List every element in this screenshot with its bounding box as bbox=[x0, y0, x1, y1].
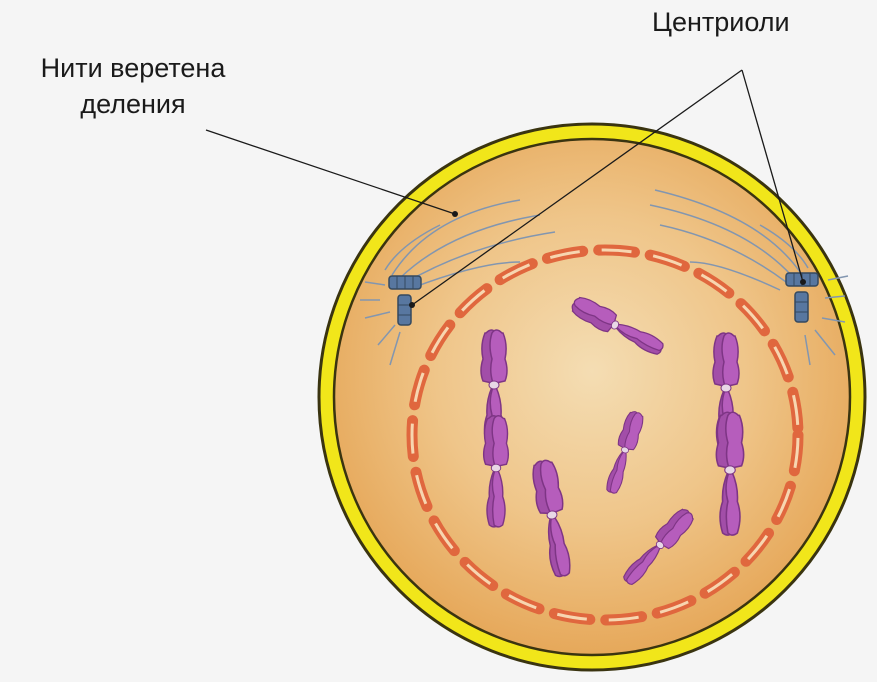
spindle-pointer-line bbox=[206, 130, 455, 214]
